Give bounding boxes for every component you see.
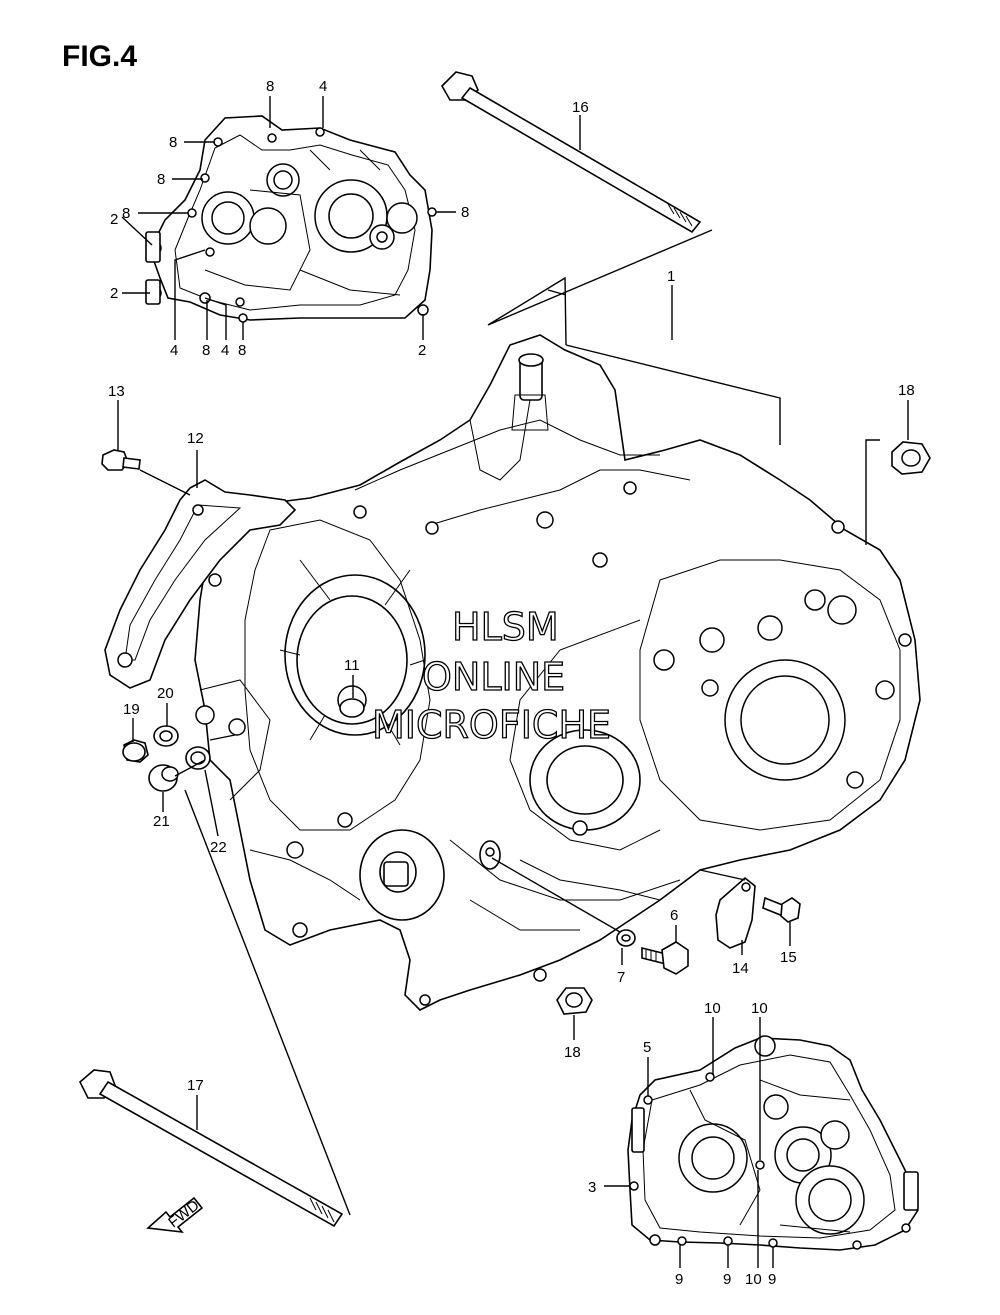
washer-22	[185, 746, 211, 770]
crankcase-assembly	[194, 334, 921, 1011]
callout-2: 2	[110, 211, 118, 228]
bolt-17-axis-line	[184, 789, 351, 1216]
bolt-axis-line	[487, 229, 713, 346]
callout-20: 20	[157, 685, 174, 702]
callout-6: 6	[670, 907, 678, 924]
oil-drain-axis-line	[491, 857, 621, 933]
callout-10: 10	[751, 1000, 768, 1017]
callout-16: 16	[572, 99, 589, 116]
figure-title: FIG.4	[62, 40, 137, 73]
right-half-leader-lines	[604, 1017, 774, 1268]
callout-1: 1	[667, 268, 675, 285]
callout-8: 8	[122, 205, 130, 222]
callout-13: 13	[108, 383, 125, 400]
long-bolt-17	[79, 1069, 344, 1228]
watermark-line-2: ONLINE	[422, 655, 565, 699]
callout-9: 9	[675, 1271, 683, 1288]
callout-2: 2	[418, 342, 426, 359]
callout-12-leader	[139, 450, 198, 496]
watermark: HLSM ONLINE MICROFICHE	[371, 604, 611, 747]
bolt-6	[641, 941, 689, 975]
callout-19: 19	[123, 701, 140, 718]
callout-8: 8	[238, 342, 246, 359]
callout-1-bracket	[547, 289, 781, 445]
nut-18-lower	[556, 987, 593, 1015]
callout-7: 7	[617, 969, 625, 986]
left-crankcase-half	[145, 115, 437, 323]
bracket-axis-line	[699, 869, 746, 881]
callout-14: 14	[732, 960, 749, 977]
bolt-13	[101, 449, 141, 471]
plug-axis-line	[174, 734, 236, 777]
callout-10: 10	[745, 1271, 762, 1288]
callout-2: 2	[110, 285, 118, 302]
nut-18-upper	[891, 441, 931, 475]
plug-19	[122, 739, 149, 763]
bolt-15	[762, 896, 801, 923]
callout-8: 8	[266, 78, 274, 95]
gasket-12	[104, 479, 297, 689]
callout-8: 8	[461, 204, 469, 221]
watermark-line-3: MICROFICHE	[372, 703, 611, 747]
washer-7	[616, 929, 636, 947]
callout-8: 8	[157, 171, 165, 188]
plug-21	[148, 764, 179, 792]
callout-18: 18	[898, 382, 915, 399]
callout-11: 11	[344, 657, 360, 674]
callout-8: 8	[169, 134, 177, 151]
callout-18: 18	[564, 1044, 581, 1061]
long-bolt-16	[441, 71, 702, 234]
callout-15: 15	[780, 949, 797, 966]
callout-9: 9	[723, 1271, 731, 1288]
bracket-14	[715, 876, 756, 949]
callout-22-leader	[204, 769, 219, 837]
washer-20	[153, 725, 179, 747]
callout-17: 17	[187, 1077, 204, 1094]
callout-4: 4	[170, 342, 178, 359]
fwd-arrow-icon: FWD	[146, 1197, 204, 1234]
left-half-leader-lines	[121, 96, 456, 340]
callout-18-bracket-upper	[865, 439, 880, 545]
callout-4: 4	[221, 342, 229, 359]
callout-5: 5	[643, 1039, 651, 1056]
callout-12: 12	[187, 430, 204, 447]
callout-4: 4	[319, 78, 327, 95]
callout-21: 21	[153, 813, 170, 830]
right-crankcase-half	[627, 1035, 919, 1251]
watermark-line-1: HLSM	[452, 605, 559, 649]
callout-22: 22	[210, 839, 227, 856]
callout-8: 8	[202, 342, 210, 359]
callout-3: 3	[588, 1179, 596, 1196]
callout-10: 10	[704, 1000, 721, 1017]
callout-9: 9	[768, 1271, 776, 1288]
